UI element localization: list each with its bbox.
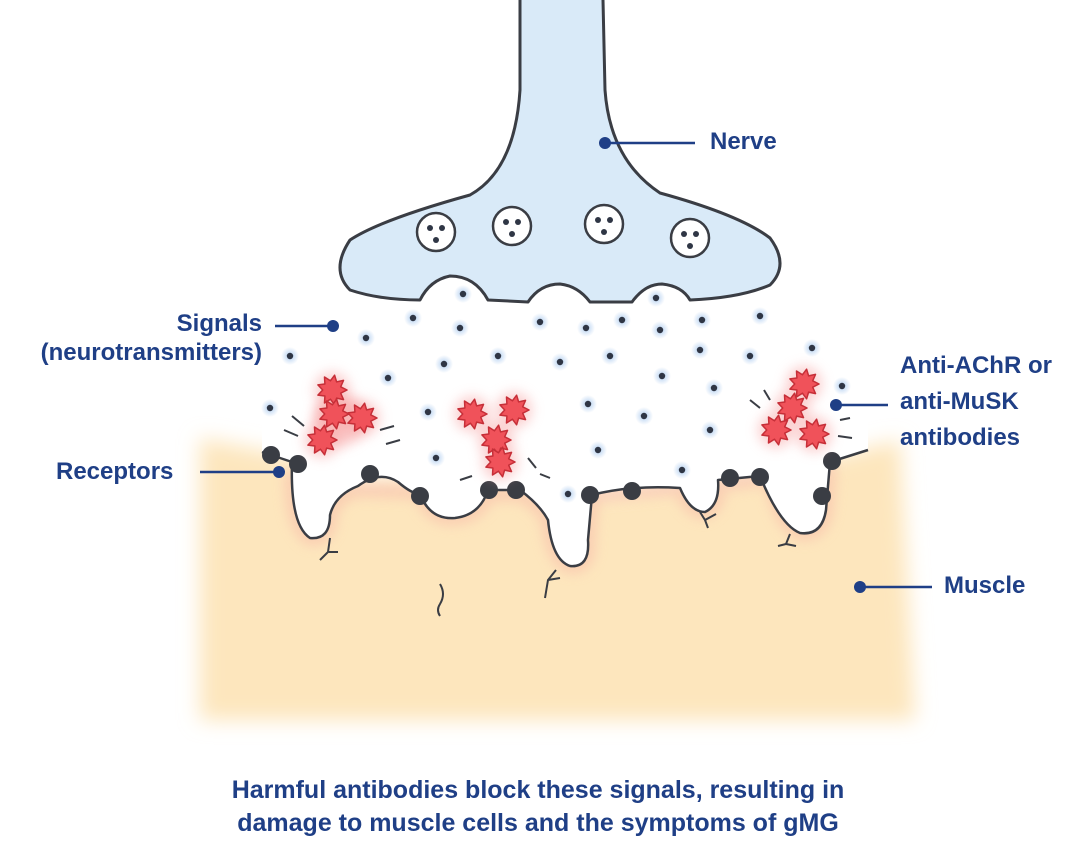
label-nerve: Nerve xyxy=(710,128,777,157)
neurotransmitter-dot xyxy=(435,355,453,373)
neurotransmitter-dot xyxy=(281,347,299,365)
receptor xyxy=(289,455,307,473)
caption-line2: damage to muscle cells and the symptoms … xyxy=(0,807,1076,840)
vesicle xyxy=(417,213,455,251)
neurotransmitter-dot xyxy=(261,399,279,417)
neurotransmitter-dot xyxy=(551,353,569,371)
receptor xyxy=(581,486,599,504)
vesicle xyxy=(493,207,531,245)
neurotransmitter-dot xyxy=(427,449,445,467)
neurotransmitter-dot xyxy=(577,319,595,337)
label-antibodies: Anti-AChR or anti-MuSK antibodies xyxy=(900,348,1052,456)
vesicle xyxy=(585,205,623,243)
neurotransmitter-dot xyxy=(454,285,472,303)
neurotransmitter-dot xyxy=(651,321,669,339)
neurotransmitter-dot xyxy=(419,403,437,421)
receptor xyxy=(823,452,841,470)
vesicle xyxy=(671,219,709,257)
receptor xyxy=(262,446,280,464)
receptor xyxy=(361,465,379,483)
neurotransmitter-dot xyxy=(559,485,577,503)
neurotransmitter-dot xyxy=(653,367,671,385)
neurotransmitter-dot xyxy=(691,341,709,359)
label-signals-line2: (neurotransmitters) xyxy=(0,339,262,368)
caption: Harmful antibodies block these signals, … xyxy=(0,774,1076,839)
neurotransmitter-dot xyxy=(379,369,397,387)
neurotransmitter-dot xyxy=(357,329,375,347)
label-antibodies-line2: anti-MuSK xyxy=(900,384,1052,420)
receptor xyxy=(813,487,831,505)
neurotransmitter-dot xyxy=(673,461,691,479)
receptor xyxy=(751,468,769,486)
label-antibodies-line1: Anti-AChR or xyxy=(900,348,1052,384)
neurotransmitter-dot xyxy=(701,421,719,439)
neurotransmitter-dot xyxy=(489,347,507,365)
neurotransmitter-dot xyxy=(579,395,597,413)
neurotransmitter-dot xyxy=(451,319,469,337)
label-muscle: Muscle xyxy=(944,572,1025,601)
neurotransmitter-dot xyxy=(647,289,665,307)
label-antibodies-line3: antibodies xyxy=(900,420,1052,456)
neurotransmitter-dot xyxy=(833,377,851,395)
neurotransmitter-dot xyxy=(705,379,723,397)
neurotransmitter-dot xyxy=(803,339,821,357)
label-signals: Signals (neurotransmitters) xyxy=(0,310,262,368)
neurotransmitter-dot xyxy=(531,313,549,331)
caption-line1: Harmful antibodies block these signals, … xyxy=(0,774,1076,807)
neurotransmitter-dot xyxy=(589,441,607,459)
receptor xyxy=(411,487,429,505)
receptor xyxy=(480,481,498,499)
neurotransmitter-dot xyxy=(601,347,619,365)
neurotransmitter-dot xyxy=(693,311,711,329)
neurotransmitter-dot xyxy=(635,407,653,425)
receptor xyxy=(507,481,525,499)
receptor xyxy=(721,469,739,487)
label-receptors: Receptors xyxy=(56,458,173,487)
neurotransmitter-dot xyxy=(613,311,631,329)
receptor xyxy=(623,482,641,500)
neurotransmitter-dot xyxy=(741,347,759,365)
neurotransmitter-dot xyxy=(404,309,422,327)
neurotransmitter-dot xyxy=(751,307,769,325)
label-signals-line1: Signals xyxy=(0,310,262,339)
